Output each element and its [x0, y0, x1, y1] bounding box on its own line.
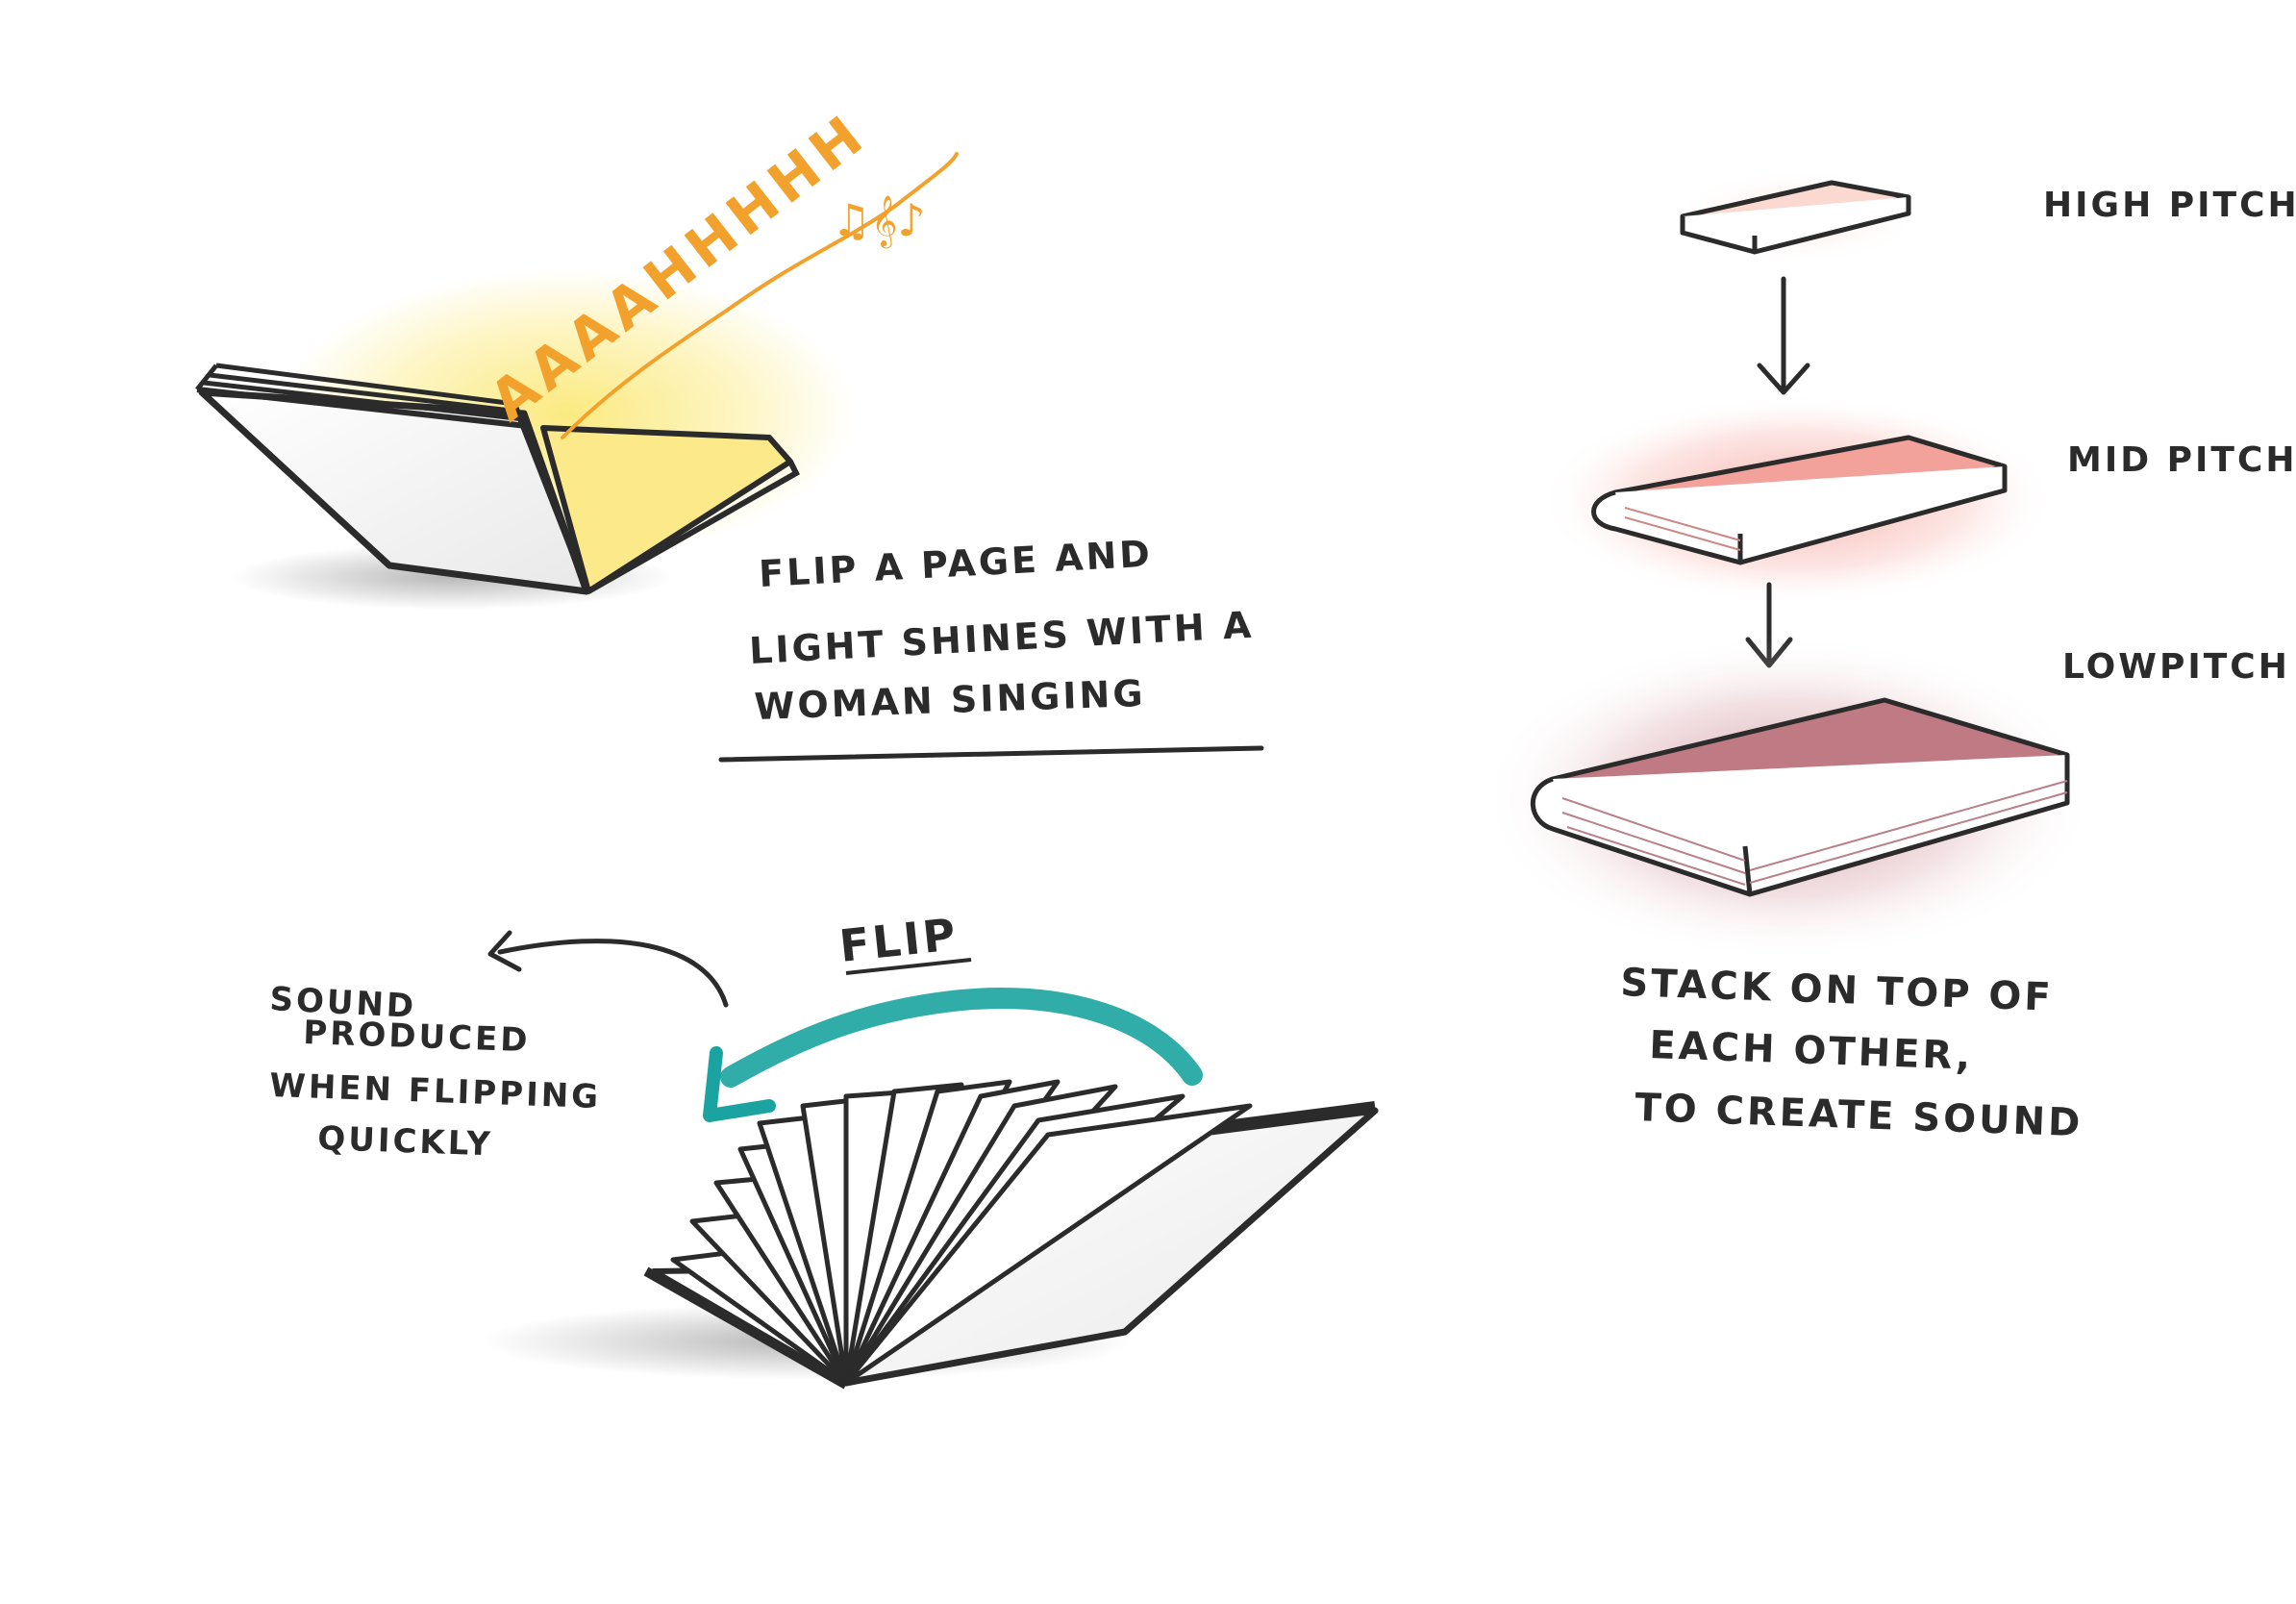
singing-caption-line-1: FLIP A PAGE AND: [758, 533, 1154, 595]
singing-book-illustration: [195, 152, 959, 610]
stack-caption-line-3: TO CREATE SOUND: [1635, 1086, 2084, 1145]
sound-arrow: [497, 939, 729, 1008]
singing-caption-line-2: LIGHT SHINES WITH A: [748, 604, 1255, 672]
singing-wave: [561, 152, 959, 439]
high-pitch-label: HIGH PITCH: [2043, 186, 2296, 225]
mid-pitch-label: MID PITCH: [2067, 440, 2296, 480]
stack-caption-line-1: STACK ON TOP OF: [1620, 961, 2055, 1020]
pitch-stack-illustration: [1481, 168, 2096, 962]
high-pitch-book: [1680, 180, 1911, 255]
music-notes-icon: ♫𝄞♪: [832, 194, 926, 248]
stack-caption-line-2: EACH OTHER,: [1649, 1023, 1974, 1079]
low-pitch-book: [1530, 697, 2070, 897]
singing-caption-line-3: WOMAN SINGING: [754, 672, 1146, 728]
flip-caption-line-1: SOUND: [269, 980, 418, 1026]
fanned-pages: [670, 1079, 1253, 1386]
flip-caption-line-2: PRODUCED: [303, 1014, 531, 1060]
flip-book-illustration: [481, 988, 1379, 1390]
flip-arrow-head: [703, 1046, 776, 1122]
flip-caption-line-4: QUICKLY: [317, 1119, 494, 1164]
flip-caption-line-3: WHEN FLIPPING: [269, 1066, 602, 1116]
low-pitch-label: LOWPITCH: [2062, 647, 2290, 687]
flip-arrow: [720, 988, 1203, 1088]
mid-pitch-book: [1591, 435, 2008, 565]
caption-underline: [718, 745, 1264, 763]
